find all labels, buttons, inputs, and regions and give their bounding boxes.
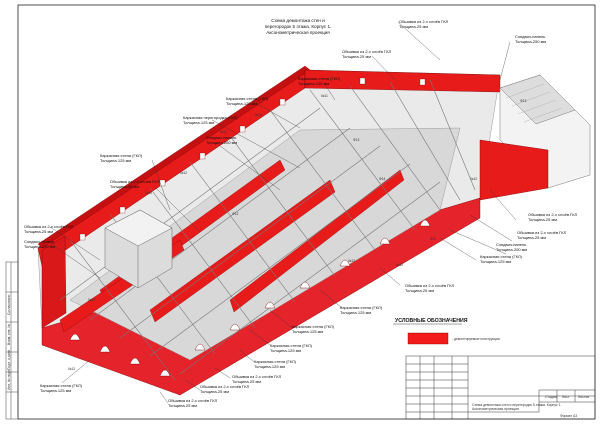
left-stamp-strip: [5, 261, 19, 420]
axis-tags: 0к11 0к11 0к11 0к12 0к12 Ф13 Ф14 Ф12 0к1…: [68, 94, 526, 371]
axis-tag: 0к11: [321, 94, 328, 98]
callout-22b: Толщина-25 мм: [200, 389, 229, 394]
callout-19a: Каркасная стена (ГКЛ): [270, 343, 313, 348]
callout-15b: Толщина-125 мм: [480, 259, 511, 264]
scheme-title-line-3: Аксонометрическая проекция: [266, 30, 330, 35]
building-model: [37, 65, 591, 396]
axis-tag: 0к12: [470, 177, 477, 181]
callout-16a: Обшивка из 2-х слоёв ГКЛ: [405, 283, 455, 288]
callout-15a: Каркасная стена (ГКЛ): [480, 254, 523, 259]
axis-tag: 0к12: [180, 171, 187, 175]
callout-1a: Обшивка из 2-х слоёв ГКЛ: [399, 19, 449, 24]
callout-14a: Сэндвич-панель: [496, 242, 526, 247]
callout-18a: Каркасная стена (ГКЛ): [292, 324, 335, 329]
callout-4a: Каркасная стена (ГКЛ): [298, 76, 341, 81]
callout-21b: Толщина-25 мм: [232, 379, 261, 384]
callout-24b: Толщина-125 мм: [40, 388, 71, 393]
legend-title: УСЛОВНЫЕ ОБОЗНАЧЕНИЯ: [395, 318, 468, 324]
callout-8b: Толщина-125 мм: [100, 158, 131, 163]
axis-tag: Ф13: [353, 138, 359, 142]
callout-1b: Толщина-25 мм: [399, 24, 428, 29]
legend-item-label: - демонтируемые конструкции: [452, 337, 500, 341]
callout-13a: Обшивка из 2-х слоёв ГКЛ: [517, 230, 567, 235]
strip-label-3: Подп. и дата: [7, 350, 11, 370]
callout-7b: Толщина-200 мм: [206, 140, 237, 145]
axis-tag: 0к12: [68, 367, 75, 371]
sheet-header: Лист: [562, 395, 570, 399]
callout-6b: Толщина-125 мм: [183, 120, 214, 125]
axis-tag: Ф13: [520, 99, 526, 103]
callout-10a: Обшивка из 2-х слоёв ГКЛ: [24, 224, 74, 229]
axis-tag: 0к12: [348, 259, 355, 263]
callout-8a: Каркасная стена (ГКЛ): [100, 153, 143, 158]
callout-16b: Толщина-25 мм: [405, 288, 434, 293]
callout-14b: Толщина-200 мм: [496, 247, 527, 252]
callout-4b: Толщина-125 мм: [298, 81, 329, 86]
scheme-title-line-1: Схема демонтажа стен и: [271, 18, 325, 23]
callout-20a: Каркасная стена (ГКЛ): [254, 359, 297, 364]
callout-5b: Толщина-125 мм: [226, 101, 257, 106]
stage-header: Стадия: [545, 395, 557, 399]
callout-11a: Сэндвич-панель: [24, 239, 54, 244]
callout-2a: Сэндвич-панель: [515, 34, 545, 39]
strip-label-1: Согласовано: [7, 294, 11, 315]
callout-17b: Толщина-125 мм: [340, 310, 371, 315]
callout-22a: Обшивка из 2-х слоёв ГКЛ: [200, 384, 250, 389]
callout-23b: Толщина-25 мм: [168, 403, 197, 408]
axis-tag: Ф14: [379, 177, 385, 181]
callout-20b: Толщина-125 мм: [254, 364, 285, 369]
axis-tag: Ф11: [430, 237, 436, 241]
title-block-name-2: Аксонометрическая проекция: [472, 407, 519, 411]
callout-9a: Обшивка из 2-х слоёв ГКЛ: [110, 179, 160, 184]
leader-lines: [49, 21, 517, 404]
axis-tag: 0к11: [255, 113, 262, 117]
strip-label-2: Взам. инв. №: [7, 324, 11, 345]
callout-21a: Обшивка из 2-х слоёв ГКЛ: [232, 374, 282, 379]
sheets-header: Листов: [578, 395, 589, 399]
callout-18b: Толщина-125 мм: [292, 329, 323, 334]
scheme-title-line-2: перегородок 5 этажа. Корпус 1.: [265, 24, 332, 29]
callout-19b: Толщина-125 мм: [270, 348, 301, 353]
callout-3a: Обшивка из 2-х слоёв ГКЛ: [342, 49, 392, 54]
callout-12a: Обшивка из 2-х слоёв ГКЛ: [528, 212, 578, 217]
callout-7a: Сэндвич-панель: [206, 135, 236, 140]
callouts: Обшивка из 2-х слоёв ГКЛ Толщина-25 мм С…: [24, 19, 578, 408]
strip-label-4: Инв. № подл.: [7, 369, 11, 390]
callout-3b: Толщина-25 мм: [342, 54, 371, 59]
callout-23a: Обшивка из 2-х слоёв ГКЛ: [168, 398, 218, 403]
sheet-border: [17, 4, 596, 420]
callout-17a: Каркасная стена (ГКЛ): [340, 305, 383, 310]
axis-tag: 0к12: [88, 298, 95, 302]
axis-tag: Ф12: [232, 212, 238, 216]
legend-swatch: [407, 332, 449, 345]
callout-12b: Толщина-25 мм: [528, 217, 557, 222]
callout-11b: Толщина-200 мм: [24, 244, 55, 249]
callout-13b: Толщина-25 мм: [517, 235, 546, 240]
callout-10b: Толщина-25 мм: [24, 229, 53, 234]
axis-tag: 0к12: [145, 191, 152, 195]
title-block-name-1: Схема демонтажа стен и перегородок 5 эта…: [472, 403, 562, 407]
callout-9b: Толщина-25 мм: [110, 184, 139, 189]
callout-24a: Каркасная стена (ГКЛ): [40, 383, 83, 388]
callout-6a: Каркасная перегородка (ГКЛ): [183, 115, 238, 120]
format-label: Формат А3: [560, 414, 577, 418]
axis-tag: 0к11: [220, 130, 227, 134]
axis-tag: 0к12: [396, 263, 403, 267]
callout-2b: Толщина-250 мм: [515, 39, 546, 44]
callout-5a: Каркасная стена (ГКЛ): [226, 96, 269, 101]
title-block-frame: [405, 355, 596, 420]
